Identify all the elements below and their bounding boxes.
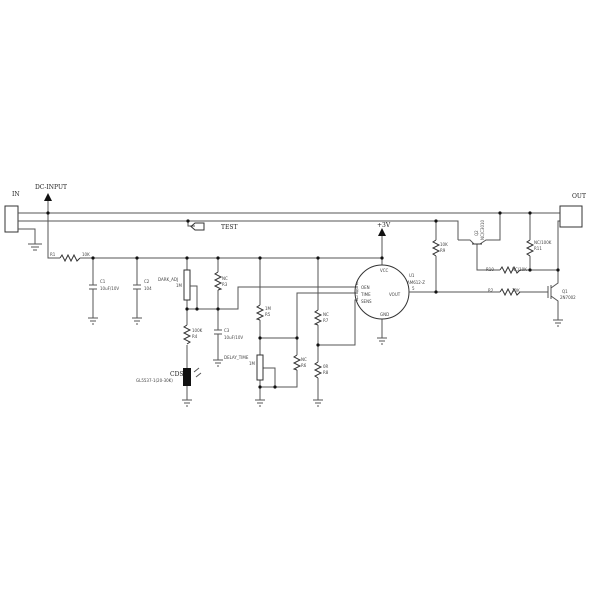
- q1-label: Q1: [562, 289, 568, 294]
- q2-net: [458, 213, 558, 271]
- transistor-q1: [547, 220, 563, 327]
- r8-value: 0R: [323, 364, 329, 369]
- pin-8: 8: [356, 288, 359, 293]
- r11-label: R11: [534, 246, 542, 251]
- dark-adj-value: 1M: [176, 283, 183, 288]
- input-connector: [4, 205, 42, 251]
- c1-label: C1: [100, 279, 106, 284]
- u1-time: TIME: [360, 292, 371, 297]
- r7-value: NC: [323, 312, 329, 317]
- r1-net: [47, 201, 382, 259]
- r5-label: R5: [265, 312, 271, 317]
- c1-value: 10uF/10V: [100, 286, 119, 291]
- dc-input-label: DC-INPUT: [35, 184, 67, 191]
- q1-value: 2N7002: [560, 295, 576, 300]
- c2-value: 104: [144, 286, 152, 291]
- test-label: TEST: [221, 224, 238, 231]
- photoresistor-cds: [183, 368, 191, 386]
- oen-net: [187, 285, 358, 310]
- r4-value: 100K: [192, 328, 203, 333]
- junction-dots: [46, 211, 560, 389]
- r2-label: R2: [488, 288, 494, 293]
- r6-value: NC: [301, 357, 307, 362]
- q2-label: Q2: [474, 230, 479, 236]
- resistor-r2: [499, 287, 521, 297]
- u1-oen: OEN: [361, 285, 370, 290]
- test-flag: [190, 222, 205, 231]
- sens-net: [313, 258, 358, 407]
- r2-value: 10K: [512, 288, 520, 293]
- vout-net: [409, 221, 548, 293]
- r3-label: R3: [222, 282, 228, 287]
- resistor-r3: [213, 271, 223, 291]
- pin-1: 1: [356, 295, 359, 300]
- c2-label: C2: [144, 279, 150, 284]
- u1-gnd: GND: [380, 312, 389, 317]
- r11-value: NC/100K: [534, 240, 552, 245]
- r9-label: R9: [440, 248, 446, 253]
- u1-sens: SENS: [361, 299, 372, 304]
- r10-label: R10: [486, 267, 494, 272]
- pin-5: 5: [412, 286, 415, 291]
- r7-label: R7: [323, 318, 329, 323]
- u1-vcc: VCC: [380, 268, 389, 273]
- plus3v-label: +3V: [377, 222, 391, 229]
- plus3v-arrow-icon: [378, 228, 386, 236]
- c3-label: C3: [224, 328, 230, 333]
- resistor-r5: [255, 304, 265, 321]
- resistor-r4: [182, 324, 192, 345]
- r5-value: 1M: [265, 306, 272, 311]
- in-label: IN: [12, 191, 20, 198]
- u1-label: U1: [409, 273, 415, 278]
- delay-time-label: DELAY_TIME: [224, 355, 249, 360]
- capacitor-c2: [132, 258, 142, 325]
- resistor-r1: [59, 253, 81, 263]
- r6-label: R6: [301, 363, 307, 368]
- u1-value: AM612-Z: [407, 280, 425, 285]
- potentiometer-dark-adj: [183, 269, 191, 301]
- power-arrow-icon: [44, 193, 52, 201]
- resistor-r7: [313, 309, 323, 326]
- r3-value: NC: [222, 276, 228, 281]
- r1-label: R1: [50, 252, 56, 257]
- dark-adj-net: [182, 258, 192, 407]
- r4-label: R4: [192, 334, 198, 339]
- test-wire: [187, 221, 195, 227]
- output-connector: [559, 205, 583, 228]
- light-arrows-icon: [193, 367, 202, 378]
- r8-label: R8: [323, 370, 329, 375]
- capacitor-c1: [88, 258, 98, 325]
- r1-value: 10K: [82, 252, 90, 257]
- cds-value: GL5537-1(20-30K): [136, 378, 173, 383]
- potentiometer-delay-time: [256, 354, 264, 381]
- power-rails: [25, 212, 560, 240]
- out-label: OUT: [572, 193, 586, 200]
- r10-value: NC/10K: [512, 267, 527, 272]
- delay-time-value: 1M: [249, 361, 256, 366]
- pin-2: 2: [356, 281, 359, 286]
- c3-value: 10uF/10V: [224, 335, 243, 340]
- resistor-r10: [499, 265, 521, 275]
- resistor-r11: [525, 239, 535, 257]
- ground-icon: [28, 243, 42, 251]
- time-net: [255, 258, 358, 407]
- resistor-r9: [431, 239, 441, 257]
- cds-label: CDS: [170, 371, 184, 378]
- r9-value: 10K: [440, 242, 448, 247]
- dark-adj-label: DARK_ADJ: [158, 277, 178, 282]
- resistor-r6: [292, 354, 302, 371]
- u1-vout: VOUT: [389, 292, 401, 297]
- u1-power: [377, 236, 387, 345]
- resistor-r8: [313, 361, 323, 379]
- q2-value: NC/C3010: [480, 219, 485, 240]
